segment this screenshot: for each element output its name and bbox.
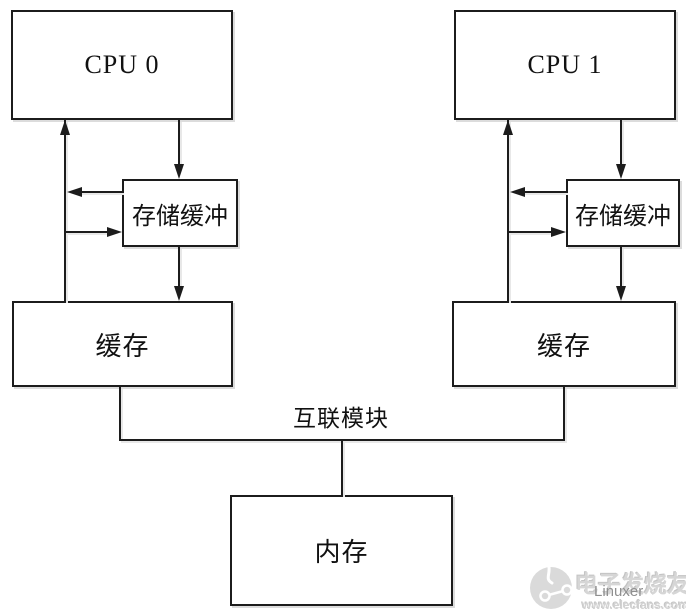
arrowhead-left-from-store-buffer-left xyxy=(67,187,82,197)
edge-cpu0-to-store-buffer-left xyxy=(178,120,180,166)
arrowhead-left-from-store-buffer-right xyxy=(510,187,525,197)
arrowhead-down-into-cache-left xyxy=(174,286,184,301)
edge-load-path-to-store-buffer-left xyxy=(65,231,109,233)
node-cpu1: CPU 1 xyxy=(454,10,676,120)
interconnect-label: 互联模块 xyxy=(293,406,389,431)
node-cpu0: CPU 0 xyxy=(11,10,233,120)
arrowhead-down-into-store-buffer-left xyxy=(174,164,184,179)
arrowhead-right-into-store-buffer-right xyxy=(551,227,566,237)
edge-store-buffer-right-forwarding xyxy=(523,191,566,193)
edge-load-path-to-store-buffer-right xyxy=(508,231,553,233)
node-cache-right-label: 缓存 xyxy=(536,331,591,361)
edge-store-buffer-left-to-cache-left xyxy=(178,247,180,288)
node-cpu1-label: CPU 1 xyxy=(527,50,603,79)
arrowhead-down-into-cache-right xyxy=(616,286,626,301)
node-cpu0-label: CPU 0 xyxy=(84,50,160,79)
node-store-buffer-left: 存储缓冲 xyxy=(122,179,238,247)
interconnect-bus-line xyxy=(119,439,565,441)
node-store-buffer-left-label: 存储缓冲 xyxy=(132,203,228,230)
arrowhead-up-into-cpu0 xyxy=(60,120,70,135)
edge-cache-right-to-cpu1 xyxy=(507,120,509,301)
edge-store-buffer-right-to-cache-right xyxy=(620,247,622,288)
edge-interconnect-to-memory xyxy=(341,441,343,495)
arrowhead-up-into-cpu1 xyxy=(503,120,513,135)
node-cache-left: 缓存 xyxy=(12,301,233,387)
watermark: 电子发烧友 Linuxer www.elecfans.com xyxy=(528,560,686,615)
node-cache-right: 缓存 xyxy=(452,301,676,387)
edge-cache-left-to-cpu0 xyxy=(64,120,66,301)
node-store-buffer-right-label: 存储缓冲 xyxy=(575,203,671,230)
node-memory: 内存 xyxy=(230,495,453,606)
watermark-url-text: www.elecfans.com xyxy=(582,598,686,612)
edge-store-buffer-left-forwarding xyxy=(78,191,122,193)
node-memory-label: 内存 xyxy=(314,538,369,567)
edge-cache-left-to-interconnect xyxy=(119,387,121,441)
node-cache-left-label: 缓存 xyxy=(95,331,150,361)
arrowhead-down-into-store-buffer-right xyxy=(616,164,626,179)
watermark-overlay-text: Linuxer xyxy=(594,583,644,600)
elecfans-logo-icon xyxy=(530,565,573,609)
edge-cpu1-to-store-buffer-right xyxy=(620,120,622,166)
watermark-brand-text: 电子发烧友 xyxy=(575,571,686,597)
arrowhead-right-into-store-buffer-left xyxy=(107,227,122,237)
node-store-buffer-right: 存储缓冲 xyxy=(566,179,680,247)
edge-cache-right-to-interconnect xyxy=(563,387,565,441)
